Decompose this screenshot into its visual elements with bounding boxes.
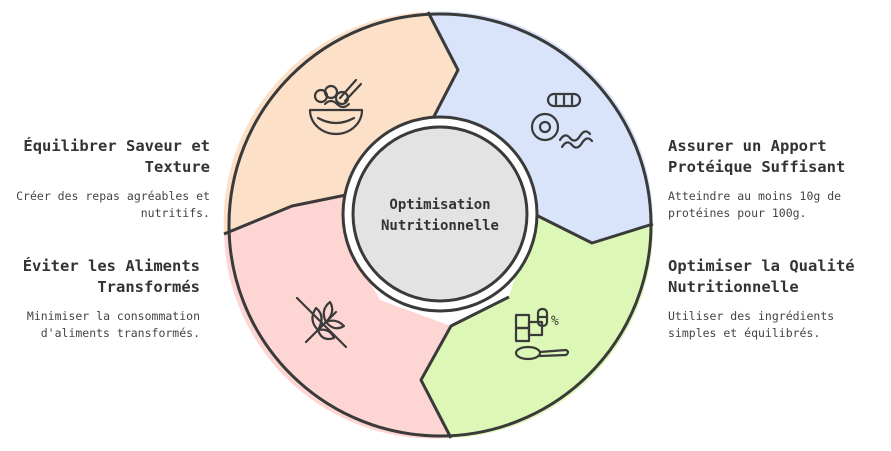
label-balance-title: Équilibrer Saveur et Texture bbox=[23, 137, 210, 176]
segment-quality bbox=[421, 214, 654, 438]
bowl-food-icon bbox=[308, 78, 364, 136]
label-quality-description: Utiliser des ingrédients simples et équi… bbox=[668, 309, 835, 340]
hub-title: Optimisation Nutritionnelle bbox=[380, 197, 499, 234]
percent-glyph: % bbox=[551, 314, 559, 329]
egg-bacon-bread-icon bbox=[530, 92, 594, 149]
label-quality-title: Optimiser la Qualité Nutritionnelle bbox=[668, 257, 855, 296]
label-balance-description: Créer des repas agréables et nutritifs. bbox=[16, 189, 210, 220]
label-protein-title: Assurer un Apport Protéique Suffisant bbox=[668, 137, 846, 176]
hub-inner-circle bbox=[351, 125, 529, 303]
label-balance: Équilibrer Saveur et Texture Créer des r… bbox=[10, 136, 210, 222]
divider-right bbox=[533, 212, 654, 245]
segment-processed bbox=[224, 195, 451, 439]
label-protein-description: Atteindre au moins 10g de protéines pour… bbox=[668, 189, 842, 220]
label-processed-description: Minimiser la consommation d'aliments tra… bbox=[26, 309, 200, 340]
no-wheat-icon bbox=[295, 296, 348, 349]
divider-bottom bbox=[419, 295, 510, 439]
label-processed-title: Éviter les Aliments Transformés bbox=[22, 257, 200, 296]
divider-left bbox=[223, 193, 347, 236]
label-quality: Optimiser la Qualité Nutritionnelle Util… bbox=[668, 256, 883, 342]
ingredients-percent-icon: % bbox=[514, 307, 570, 361]
label-protein: Assurer un Apport Protéique Suffisant At… bbox=[668, 136, 883, 222]
label-processed: Éviter les Aliments Transformés Minimise… bbox=[10, 256, 200, 342]
